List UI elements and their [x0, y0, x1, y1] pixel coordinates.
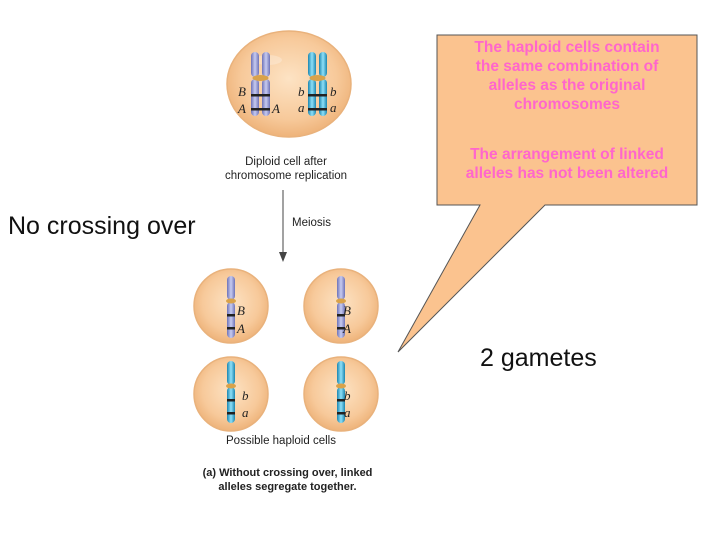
callout-line-4: chromosomes	[514, 96, 620, 113]
allele-label-a: a	[242, 405, 249, 420]
callout-line-5: The arrangement of linked	[470, 146, 664, 163]
allele-label-A: A	[343, 321, 351, 336]
haploid-label: Possible haploid cells	[226, 435, 336, 447]
meiosis-arrow	[279, 190, 287, 262]
allele-label-B: B	[343, 303, 351, 318]
callout-text-block-1: The haploid cells contain the same combi…	[437, 38, 697, 114]
callout-line-1: The haploid cells contain	[474, 39, 660, 56]
allele-label-b: b	[344, 388, 351, 403]
figure-caption: (a) Without crossing over, linked allele…	[185, 466, 390, 494]
caption-line-1: (a) Without crossing over, linked	[202, 467, 373, 479]
allele-label-a: a	[330, 100, 337, 115]
allele-label-A: A	[238, 101, 246, 116]
diploid-cell	[226, 30, 352, 138]
meiosis-label: Meiosis	[292, 217, 331, 229]
allele-label-B: B	[238, 84, 246, 99]
allele-label-a: a	[344, 405, 351, 420]
haploid-cell-3	[193, 356, 269, 432]
allele-label-a: a	[298, 100, 305, 115]
haploid-cell-2	[303, 268, 379, 344]
allele-label-b: b	[330, 84, 337, 99]
callout-bubble	[397, 34, 698, 353]
callout-text-block-2: The arrangement of linked alleles has no…	[437, 145, 697, 183]
allele-label-b: b	[298, 84, 305, 99]
allele-label-A: A	[272, 101, 280, 116]
chromosome-purple-left	[251, 52, 270, 116]
callout-line-6: alleles has not been altered	[465, 165, 669, 182]
haploid-cell-4	[303, 356, 379, 432]
allele-label-b: b	[242, 388, 249, 403]
diploid-label-line-1: Diploid cell after	[245, 156, 327, 168]
callout-line-2: the same combination of	[475, 58, 659, 75]
chromosome-blue-right	[308, 52, 327, 116]
allele-label-B: B	[237, 303, 245, 318]
diploid-label: Diploid cell after chromosome replicatio…	[219, 155, 353, 183]
callout-line-3: alleles as the original	[488, 77, 646, 94]
haploid-cell-1	[193, 268, 269, 344]
diploid-label-line-2: chromosome replication	[224, 170, 348, 182]
allele-label-A: A	[237, 321, 245, 336]
caption-line-2: alleles segregate together.	[218, 481, 357, 493]
slide-title: No crossing over	[8, 212, 196, 240]
gametes-label: 2 gametes	[480, 344, 597, 372]
